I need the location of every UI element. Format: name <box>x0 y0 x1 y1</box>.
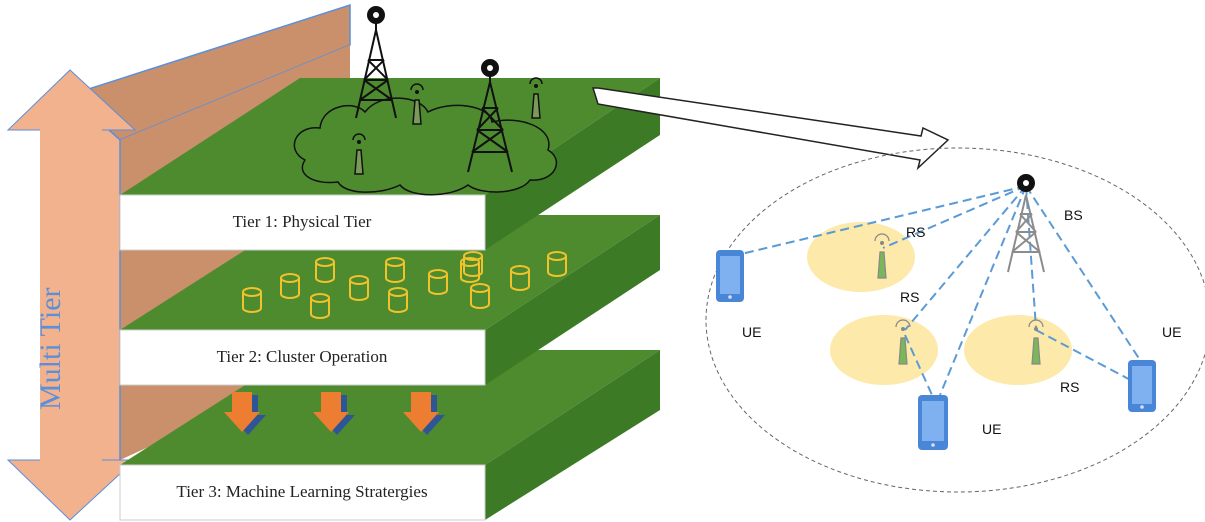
database-cylinder-icon <box>510 265 530 291</box>
database-cylinder-icon <box>349 275 369 301</box>
ue-label: UE <box>1162 324 1181 340</box>
database-cylinder-icon <box>280 273 300 299</box>
database-cylinder-icon <box>242 287 262 313</box>
antenna-icon <box>352 133 366 175</box>
down-arrow-icon <box>313 392 355 435</box>
database-cylinder-icon <box>463 251 483 277</box>
antenna-icon <box>529 77 543 119</box>
database-cylinder-icon <box>547 251 567 277</box>
rs-label: RS <box>900 289 919 305</box>
database-cylinder-icon <box>460 257 480 283</box>
antenna-icon <box>410 83 424 125</box>
database-cylinder-icon <box>310 293 330 319</box>
ue-label: UE <box>742 324 761 340</box>
rs-label: RS <box>906 224 925 240</box>
tier-1-slab: Tier 1: Physical Tier <box>119 6 660 251</box>
wireless-links <box>736 185 1141 396</box>
relay-zone <box>830 315 938 385</box>
tier-1-label: Tier 1: Physical Tier <box>233 212 372 231</box>
relay-antenna-icon <box>1028 319 1044 365</box>
bs-label: BS <box>1064 207 1083 223</box>
zoom-arrow <box>591 87 950 171</box>
tier-3-label: Tier 3: Machine Learning Stratergies <box>176 482 427 501</box>
database-cylinder-icon <box>388 287 408 313</box>
cell-tower-icon <box>355 6 397 119</box>
cluster-cylinders <box>242 251 567 319</box>
rs-label: RS <box>1060 379 1079 395</box>
database-cylinder-icon <box>385 257 405 283</box>
coverage-ellipse <box>705 147 1205 493</box>
cell-tower-icon <box>467 59 513 173</box>
database-cylinder-icon <box>470 283 490 309</box>
ue-label: UE <box>982 421 1001 437</box>
smartphone-icon <box>716 250 744 302</box>
multi-tier-label: Multi Tier <box>34 287 67 410</box>
relay-antenna-icon <box>895 319 911 365</box>
relay-zone <box>807 222 915 292</box>
database-cylinder-icon <box>428 269 448 295</box>
down-arrow-icon <box>403 392 445 435</box>
tier-2-slab: Tier 2: Cluster Operation <box>119 215 660 386</box>
down-arrow-icon <box>224 392 266 435</box>
smartphone-icon <box>1128 360 1156 412</box>
network-view: BS RS RS RS UE UE UE <box>705 147 1205 493</box>
relay-zone <box>964 315 1072 385</box>
database-cylinder-icon <box>315 257 335 283</box>
relay-antenna-icon <box>874 233 890 279</box>
smartphone-icon <box>918 395 948 450</box>
base-station-tower-icon <box>1007 174 1045 273</box>
tier-2-label: Tier 2: Cluster Operation <box>217 347 388 366</box>
